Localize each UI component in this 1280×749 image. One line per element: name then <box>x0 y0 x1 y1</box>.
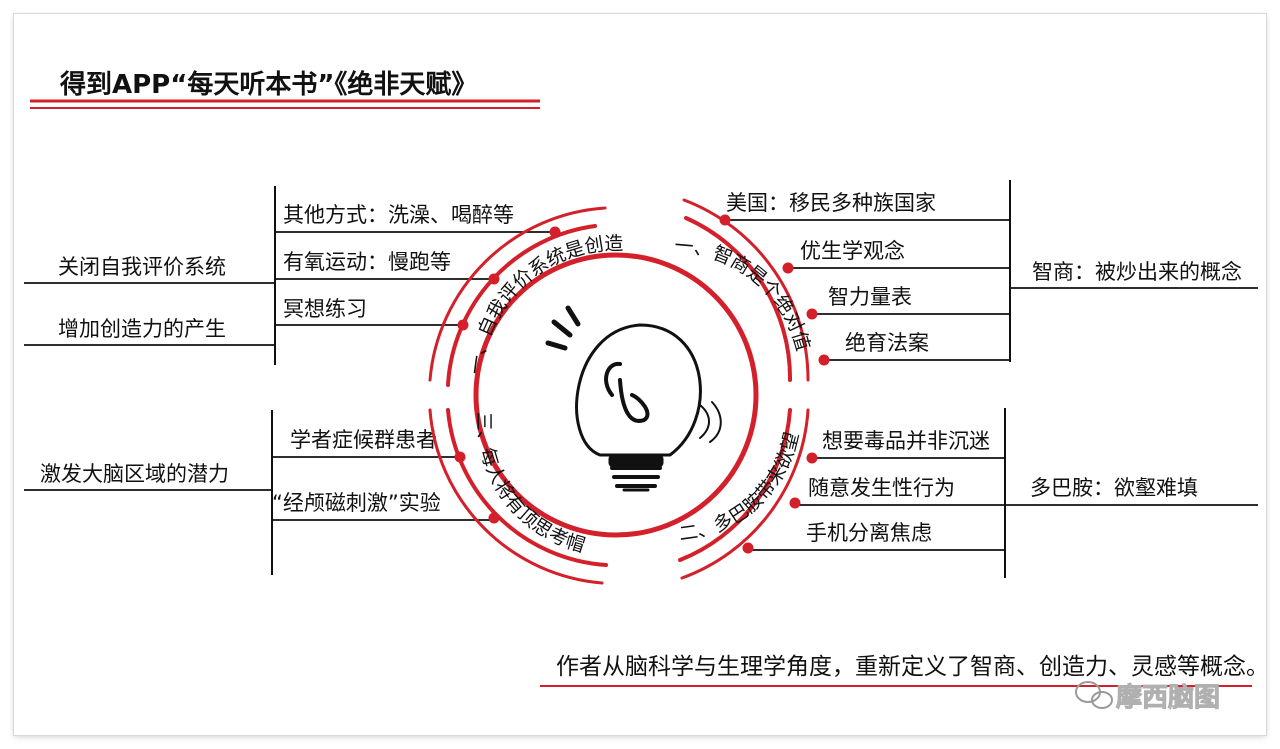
wechat-logo-icon <box>1075 681 1113 709</box>
branch-item: 绝育法案 <box>845 331 929 355</box>
branch-side-label: 智商：被炒出来的概念 <box>1032 260 1242 284</box>
branch-side-label: 多巴胺：欲壑难填 <box>1030 476 1198 500</box>
branch-side-label: 激发大脑区域的潜力 <box>40 462 229 486</box>
branch-item: 优生学观念 <box>800 239 905 263</box>
branch-item: 美国：移民多种族国家 <box>726 191 936 215</box>
branch-item: 冥想练习 <box>283 297 367 321</box>
branch-item: 学者症候群患者 <box>290 428 437 452</box>
branch-bottom-left: 学者症候群患者 “经颅磁刺激”实验 激发大脑区域的潜力 <box>24 410 500 575</box>
branch-item: 有氧运动：慢跑等 <box>283 250 451 274</box>
branch-item: 其他方式：洗澡、喝醉等 <box>283 203 514 227</box>
branch-top-left: 其他方式：洗澡、喝醉等 有氧运动：慢跑等 冥想练习 关闭自我评价系统 增加创造力… <box>24 186 561 365</box>
page-title: 得到APP“每天听本书”《绝非天赋》 <box>59 69 477 100</box>
branch-bottom-right: 想要毒品并非沉迷 随意发生性行为 手机分离焦虑 多巴胺：欲壑难填 <box>742 408 1258 578</box>
branch-item: 智力量表 <box>828 285 912 309</box>
branch-item: 想要毒品并非沉迷 <box>822 429 990 453</box>
branch-item: 手机分离焦虑 <box>806 521 932 545</box>
branch-item: 随意发生性行为 <box>808 476 955 500</box>
watermark-text: 摩西脑图 <box>1116 682 1220 713</box>
summary-text: 作者从脑科学与生理学角度，重新定义了智商、创造力、灵感等概念。 <box>556 654 1269 680</box>
lightbulb-icon <box>545 305 722 492</box>
branch-side-label: 关闭自我评价系统 <box>58 255 226 279</box>
central-rings <box>428 198 810 585</box>
branch-side-label: 增加创造力的产生 <box>58 317 226 341</box>
branch-top-right: 美国：移民多种族国家 优生学观念 智力量表 绝育法案 智商：被炒出来的概念 <box>719 180 1258 366</box>
branch-item: “经颅磁刺激”实验 <box>272 491 441 515</box>
